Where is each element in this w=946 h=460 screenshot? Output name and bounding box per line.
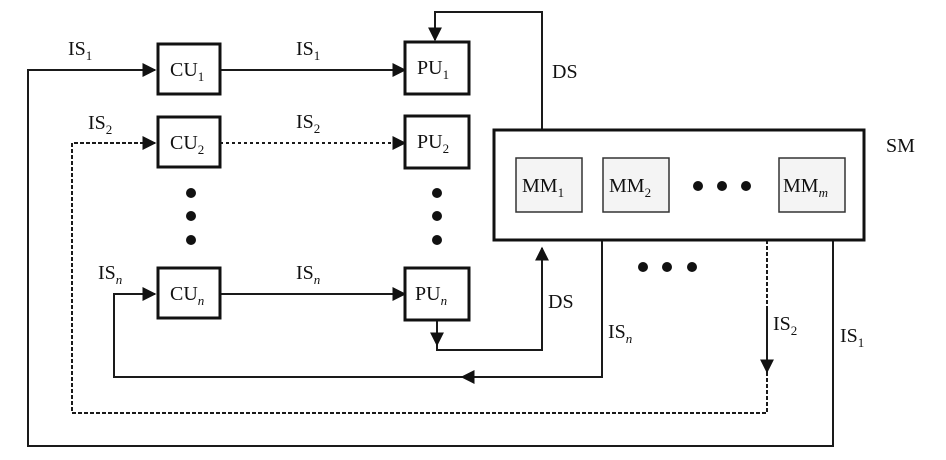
is2-left-label: IS2 [88,112,112,137]
is1-right-label: IS1 [840,325,864,350]
pu2-box: PU2 [403,114,471,170]
is2-mid-label: IS2 [296,111,320,136]
pun-box: PUn [403,266,471,322]
shared-memory-box: MM1 MM2 MMm [492,128,866,242]
ds-top-label: DS [552,61,578,83]
cu2-box: CU2 [156,115,222,169]
cu2-label: CU2 [170,132,204,157]
pu1-box: PU1 [403,40,471,96]
cu-ellipsis-dots [186,188,196,245]
mmm-label: MMm [783,175,828,200]
isn-loop-line [113,240,603,378]
is2-right-label: IS2 [773,313,797,338]
cun-label: CUn [170,283,204,308]
cu1-box: CU1 [156,42,222,96]
isn-mid-label: ISn [296,262,320,287]
pun-label: PUn [415,283,447,308]
ds-sm-to-pu1-line [428,11,543,130]
cun-box: CUn [156,266,222,320]
is-ellipsis-dots [638,262,697,272]
pu2-label: PU2 [417,131,449,156]
pu1-label: PU1 [417,57,449,82]
is1-mid-label: IS1 [296,38,320,63]
mm1-box: MM1 [515,157,583,213]
mm2-label: MM2 [609,175,651,200]
mmm-box: MMm [778,157,846,213]
sm-label: SM [886,135,915,157]
cu1-label: CU1 [170,59,204,84]
isn-right-label: ISn [608,321,632,346]
ds-bottom-label: DS [548,291,574,313]
is1-left-label: IS1 [68,38,92,63]
is1-loop-line [27,63,834,447]
isn-left-label: ISn [98,262,122,287]
pu-ellipsis-dots [432,188,442,245]
mm1-label: MM1 [522,175,564,200]
mm-ellipsis-dots [693,181,751,191]
mm2-box: MM2 [602,157,670,213]
